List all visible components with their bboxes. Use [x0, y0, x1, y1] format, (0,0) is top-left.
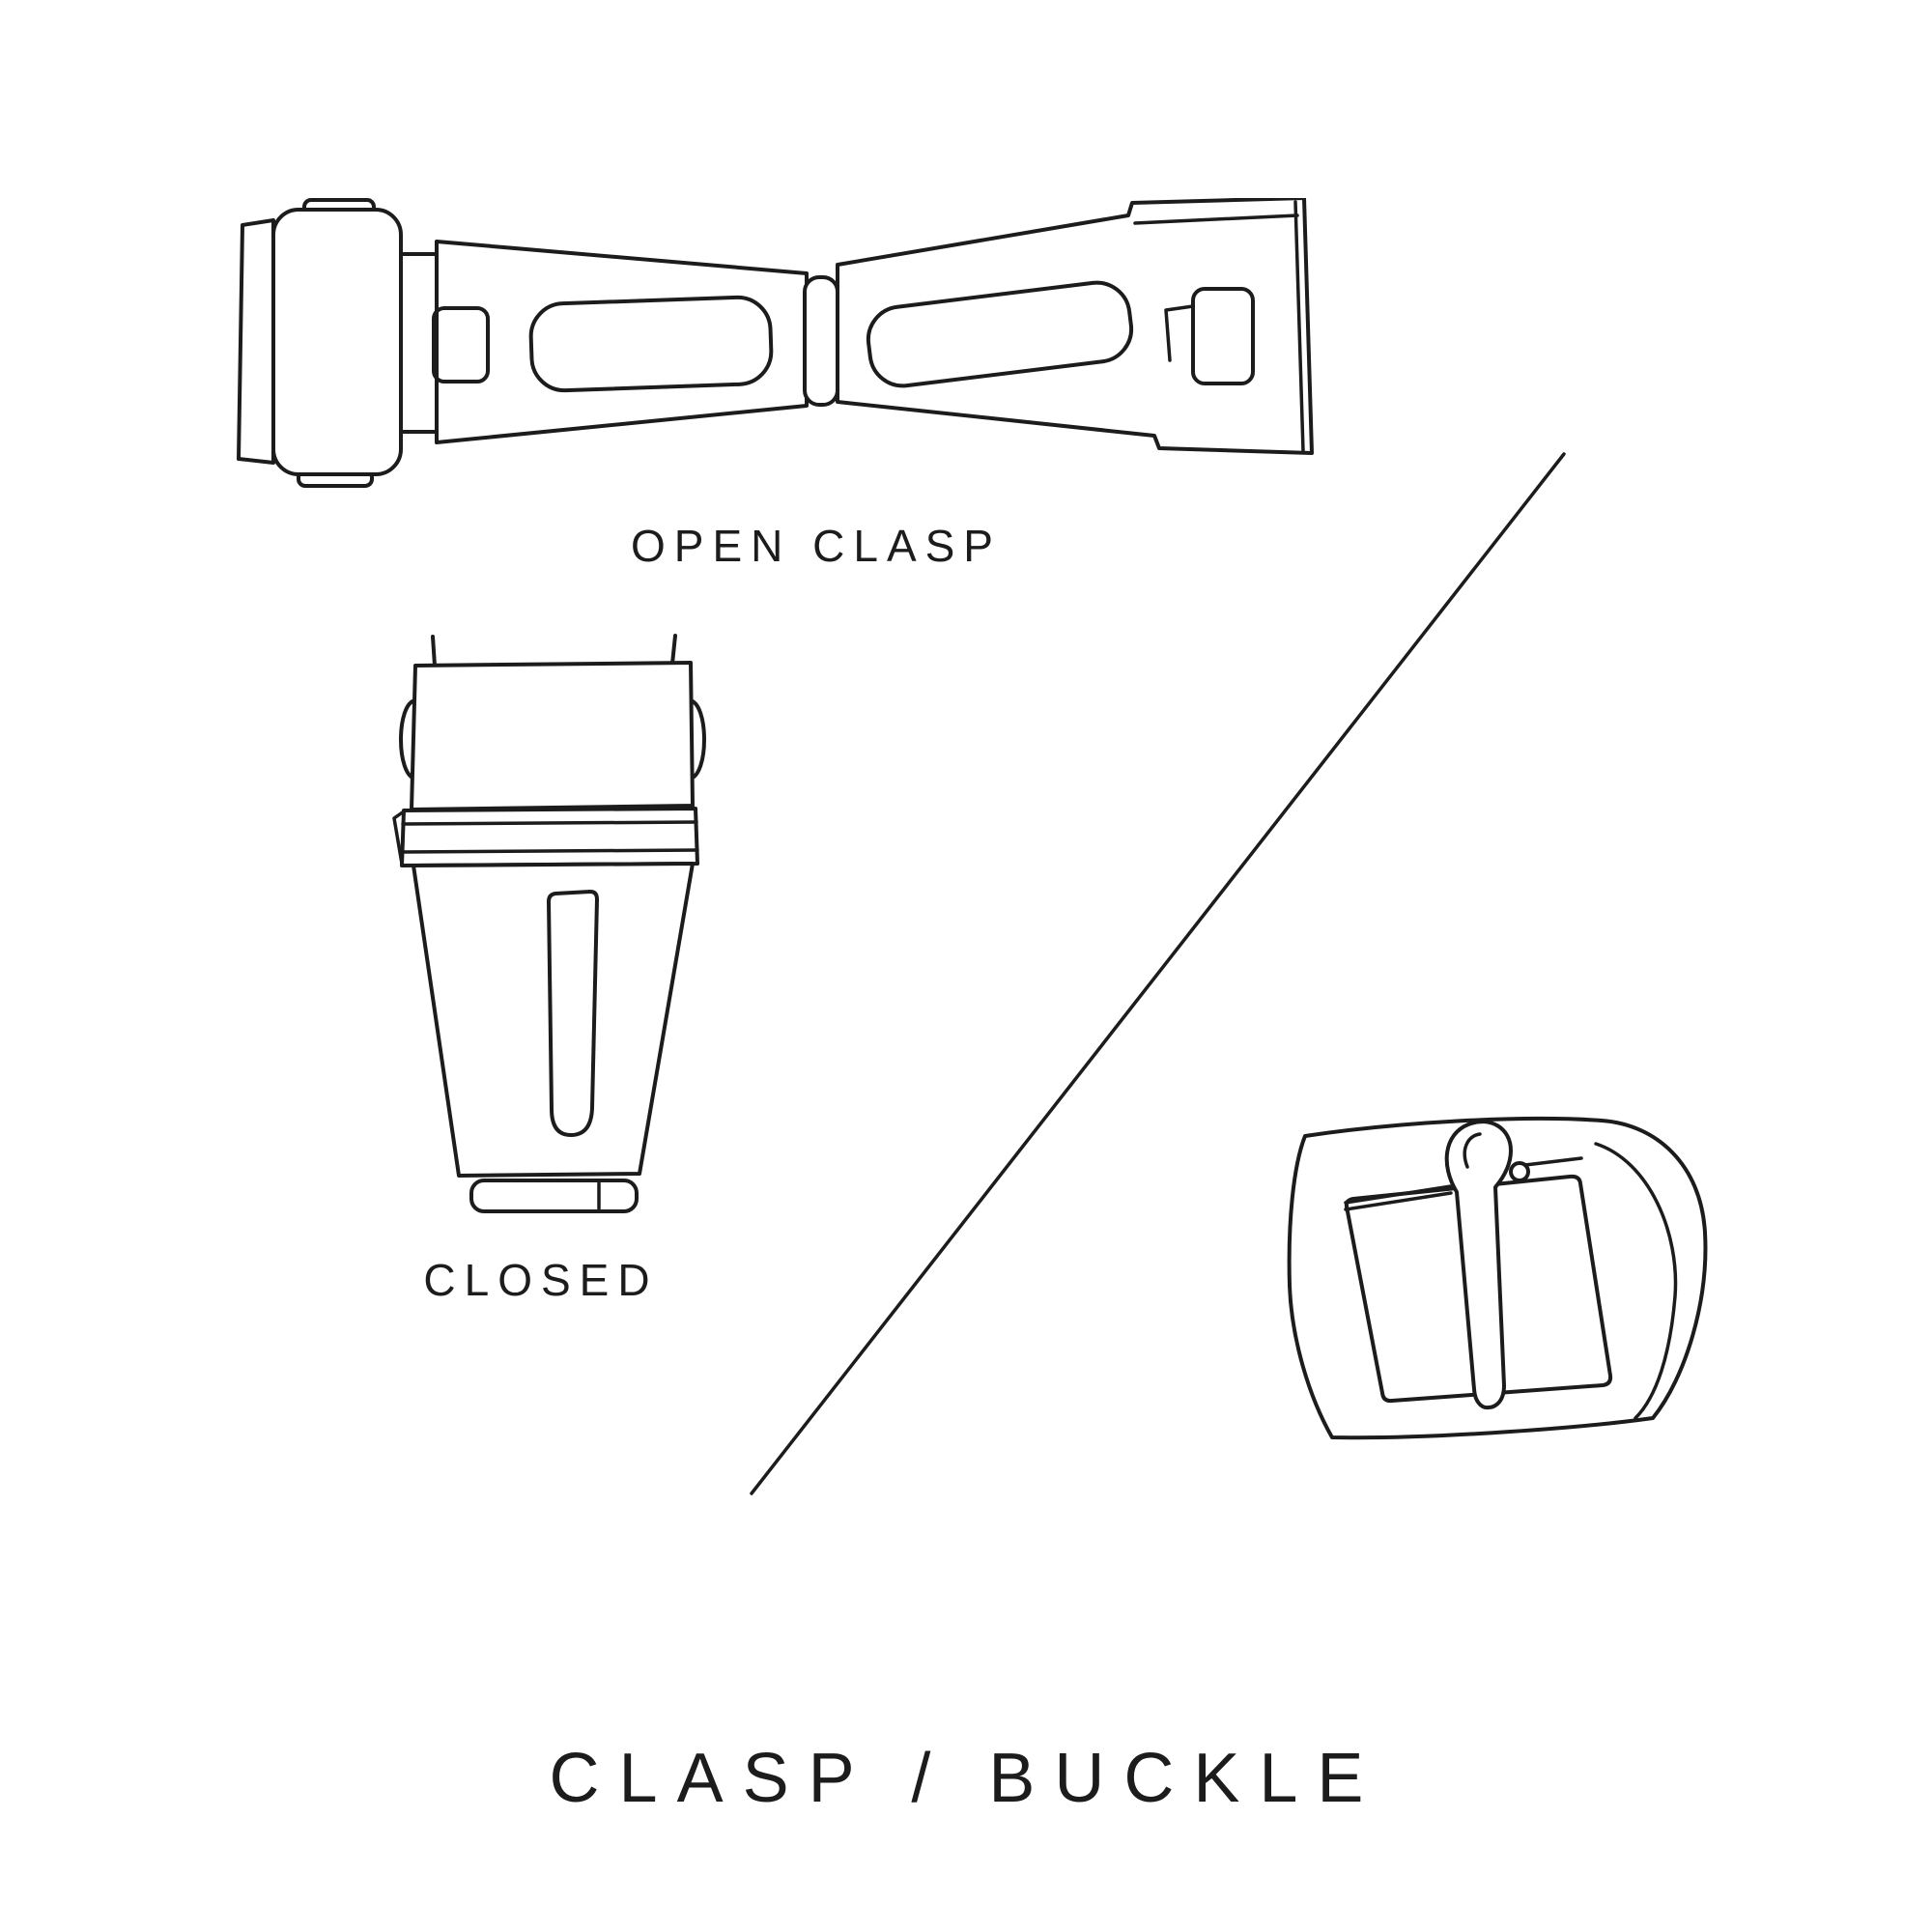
- buckle-pin-left-top: [1344, 1184, 1453, 1205]
- closed-clasp-band-line-1: [401, 820, 698, 826]
- buckle-pin-ring: [1509, 1161, 1530, 1182]
- closed-clasp-prong-left: [431, 635, 437, 668]
- clasp-hinge: [803, 275, 839, 407]
- closed-clasp-foot: [469, 1179, 639, 1213]
- open-clasp-label: OPEN CLASP: [631, 521, 1002, 571]
- closed-clasp-top-block: [410, 661, 695, 811]
- clasp-left-plate: [435, 240, 809, 444]
- buckle-pin-left-bottom: [1344, 1191, 1453, 1211]
- clasp-left-plate-inner: [528, 295, 774, 393]
- closed-clasp-band: [400, 807, 699, 867]
- tang-buckle-illustration: [1287, 1116, 1708, 1440]
- buckle-pin-right: [1523, 1156, 1583, 1167]
- page-title: CLASP / BUCKLE: [549, 1740, 1383, 1817]
- clasp-end-block: [271, 208, 403, 476]
- clasp-right-plate: [836, 198, 1314, 455]
- closed-clasp-body: [412, 862, 695, 1178]
- closed-clasp-label: CLOSED: [423, 1255, 659, 1305]
- clasp-right-plate-inner: [866, 280, 1134, 388]
- open-clasp-illustration: [237, 198, 1314, 488]
- buckle-cap-line: [1594, 1142, 1678, 1420]
- clasp-keeper-cutout: [1191, 287, 1255, 385]
- buckle-prong: [1444, 1120, 1513, 1410]
- clasp-edge-line: [1293, 200, 1305, 453]
- closed-clasp-band-line-2: [400, 848, 699, 854]
- closed-clasp-prong-right: [670, 634, 677, 666]
- diagonal-divider-line: [750, 452, 1566, 1495]
- clasp-fold-line: [1133, 213, 1299, 225]
- clasp-end-strip: [237, 218, 275, 465]
- buckle-prong-inner-curve: [1463, 1132, 1482, 1169]
- clasp-notch: [432, 306, 490, 384]
- clasp-keeper-hook: [1164, 304, 1195, 362]
- closed-clasp-illustration: [392, 634, 706, 1213]
- closed-clasp-body-inner: [547, 890, 599, 1137]
